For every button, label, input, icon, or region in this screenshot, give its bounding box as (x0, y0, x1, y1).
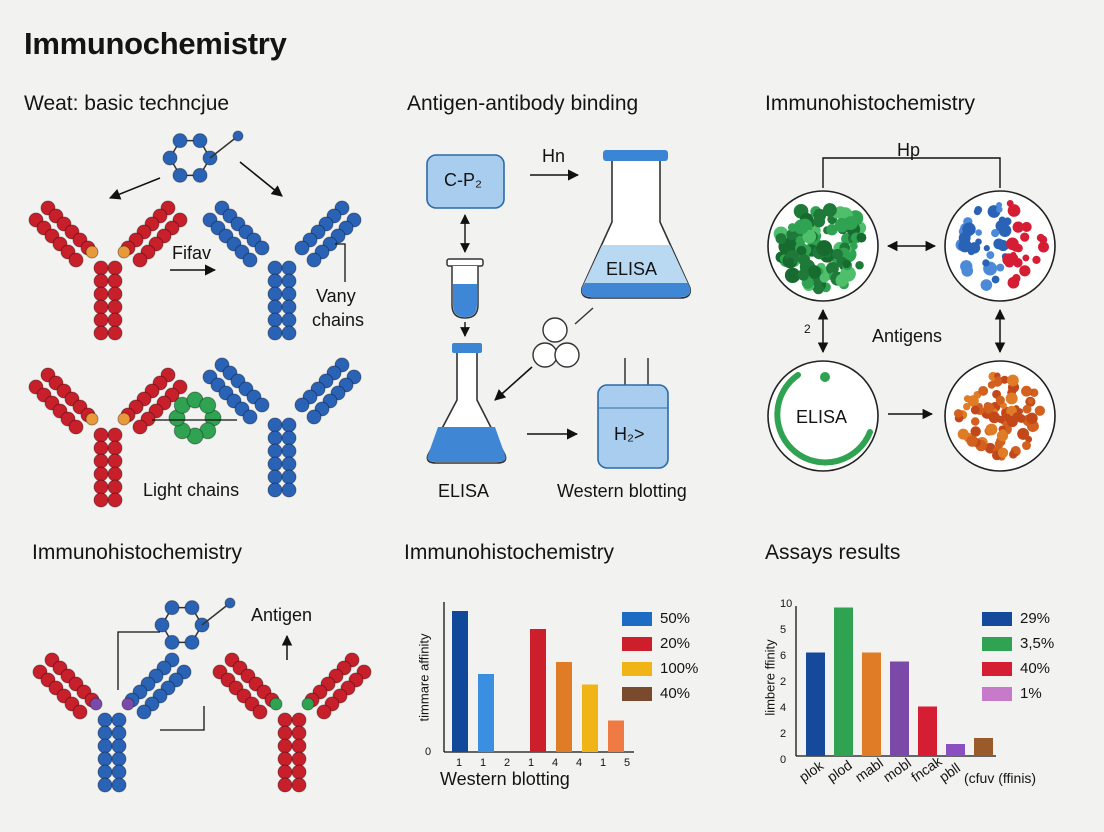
tissue-circle-elisa (767, 360, 879, 472)
chart-affinity-western (443, 602, 634, 753)
bar (974, 738, 993, 756)
label-western-blotting: Western blotting (557, 481, 687, 501)
chart2-ytick: 10 (780, 598, 793, 610)
page-title: Immunochemistry (24, 26, 287, 61)
chart2-ytick: 5 (780, 624, 787, 636)
bar (530, 629, 546, 752)
label-flask-elisa: ELISA (606, 259, 658, 279)
label-vany: Vany (316, 286, 356, 306)
bracket-line (335, 243, 346, 282)
chart1-xtick: 4 (576, 757, 583, 769)
chart1-xtick: 1 (600, 757, 607, 769)
blue-red-cell-cluster (955, 199, 1050, 291)
label-two: 2 (804, 322, 811, 336)
chart2-legend-item: 40% (982, 656, 1054, 681)
chart1-legend-item: 40% (622, 681, 698, 706)
antibody-red-bottom (28, 367, 188, 508)
chart2-ytick: 0 (780, 754, 787, 766)
bracket-hp (822, 157, 1001, 188)
chart2-ytick: 2 (780, 676, 787, 688)
bar (806, 652, 825, 756)
bar (834, 607, 853, 756)
sample-box (426, 154, 505, 209)
chart1-xtick: 4 (552, 757, 559, 769)
label-fifav: Fifav (172, 243, 212, 263)
panel-heading-ihc-1: Immunohistochemistry (765, 92, 976, 115)
orange-cell-cluster (953, 371, 1045, 461)
antibody-blue-bottom (202, 357, 362, 498)
antibody-red-green (212, 652, 372, 793)
chart2-ytick: 6 (780, 650, 787, 662)
antigen-molecule-icon (162, 130, 244, 183)
bar (862, 652, 881, 756)
green-antigen-ring-icon (168, 391, 222, 445)
chart1-legend-item: 50% (622, 606, 698, 631)
chart2-ytick: 2 (780, 728, 787, 740)
chart2-legend-item: 1% (982, 681, 1054, 706)
chart-assay-results (795, 606, 996, 757)
chart2-legend-item: 3,5% (982, 631, 1054, 656)
chart1-xtick: 1 (456, 757, 463, 769)
beaker-icon (597, 358, 669, 469)
bracket-right (160, 706, 205, 731)
chart2-legend-item: 29% (982, 606, 1054, 631)
bar (452, 611, 468, 752)
antibody-mixed (32, 652, 192, 793)
trefoil-icon (532, 317, 580, 368)
chart2-ytick: 4 (780, 702, 787, 714)
label-beaker: H₂> (614, 424, 645, 444)
bar (608, 720, 624, 752)
large-flask-icon (580, 150, 692, 299)
bar (918, 706, 937, 756)
label-antigens: Antigens (872, 326, 943, 346)
panel-heading-ihc-3: Immunohistochemistry (404, 541, 615, 564)
chart1-legend-item: 100% (622, 656, 698, 681)
chart1-xtick: 1 (528, 757, 535, 769)
chart2-legend: 29% 3,5% 40% 1% (982, 606, 1054, 706)
label-chains: chains (312, 310, 365, 330)
panel-heading-binding: Antigen-antibody binding (407, 92, 639, 115)
arrow-right (239, 161, 283, 197)
small-flask-icon (426, 343, 507, 464)
panel-heading-basic: Weat: basic techncjue (24, 92, 230, 115)
label-light-chains: Light chains (143, 480, 240, 500)
arrow-to-small-flask (494, 366, 533, 401)
label-antigen: Antigen (251, 605, 313, 625)
antibody-red-top (28, 200, 188, 341)
label-circle-elisa: ELISA (796, 407, 848, 427)
green-arc (774, 372, 873, 466)
chart2-xtick: (cfuv (ffinis) (964, 770, 1037, 786)
chart1-legend: 50% 20% 100% 40% (622, 606, 698, 706)
chart1-xlabel: Western blotting (440, 769, 570, 789)
label-elisa: ELISA (438, 481, 490, 501)
panel-heading-assays: Assays results (765, 541, 901, 564)
chart1-ylabel: timmare affinity (416, 633, 432, 722)
label-hn: Hn (542, 146, 566, 166)
bar (582, 684, 598, 752)
antigen-molecule-icon-2 (154, 597, 236, 650)
test-tube-icon (446, 258, 484, 319)
antibody-blue-top (202, 200, 362, 341)
bar (946, 744, 965, 756)
bracket-left (117, 631, 160, 690)
arrow-left (108, 177, 161, 200)
chart1-xtick: 2 (504, 757, 511, 769)
connector-line-2 (574, 307, 594, 325)
chart2-ylabel: limbere ffinity (762, 639, 778, 716)
chart1-legend-item: 20% (622, 631, 698, 656)
chart1-xtick: 1 (480, 757, 487, 769)
bar (478, 674, 494, 752)
green-cell-cluster (773, 203, 867, 295)
bar (556, 662, 572, 752)
label-hp: Hp (897, 140, 921, 160)
panel-heading-ihc-2: Immunohistochemistry (32, 541, 243, 564)
label-box: C-P₂ (444, 170, 482, 190)
chart1-ytick-0: 0 (425, 746, 432, 758)
chart1-xtick: 5 (624, 757, 631, 769)
bar (890, 661, 909, 756)
